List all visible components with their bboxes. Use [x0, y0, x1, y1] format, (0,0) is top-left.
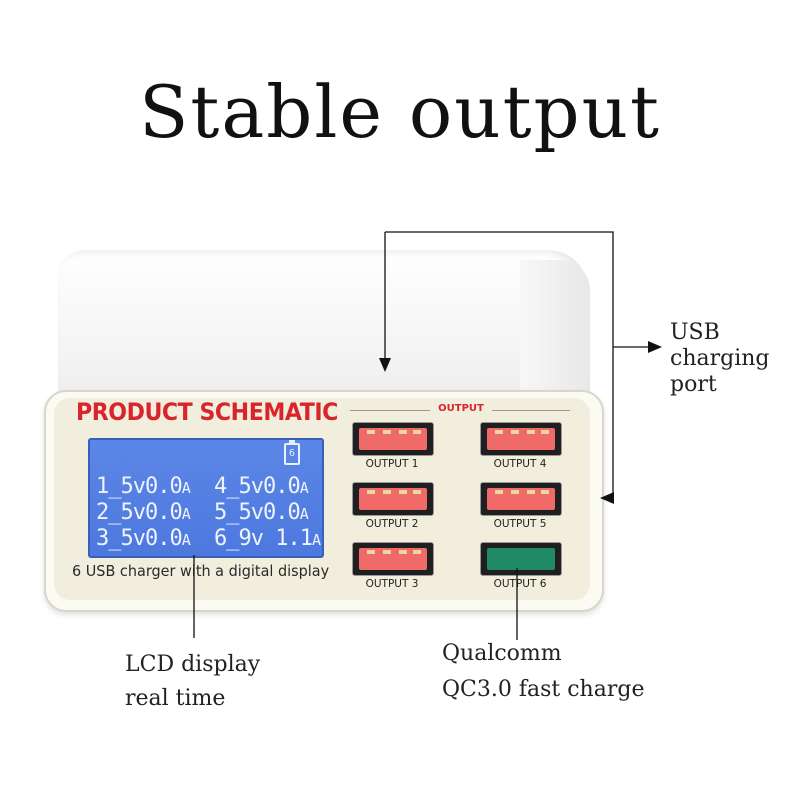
port-label: OUTPUT 2 [365, 518, 419, 530]
usb-port-3 [352, 542, 434, 576]
product-subtitle: 6 USB charger with a digital display [72, 562, 330, 580]
arrow-right-icon [648, 341, 662, 353]
port-label: OUTPUT 3 [365, 578, 419, 590]
lcd-readout: 5_5v0.0A [214, 500, 309, 525]
lcd-row: 1_5v0.0A 4_5v0.0A [96, 474, 332, 499]
lcd-row: 2_5v0.0A 5_5v0.0A [96, 500, 332, 525]
port-label: OUTPUT 4 [493, 458, 547, 470]
usb-port-1 [352, 422, 434, 456]
output-header-label: OUTPUT [438, 403, 484, 414]
arrow-down-icon [379, 358, 391, 372]
usb-port-4 [480, 422, 562, 456]
lcd-readout: 6_9v 1.1A [214, 526, 321, 551]
output-header: OUTPUT [350, 403, 570, 417]
usb-bracket-line [385, 231, 614, 498]
port-label: OUTPUT 5 [493, 518, 547, 530]
lcd-readout: 4_5v0.0A [214, 474, 309, 499]
port-label: OUTPUT 6 [493, 578, 547, 590]
divider [350, 410, 430, 411]
arrow-left-icon [600, 492, 614, 504]
product-heading: PRODUCT SCHEMATIC [76, 398, 338, 426]
lcd-readout: 3_5v0.0A [96, 526, 191, 551]
lcd-row: 3_5v0.0A 6_9v 1.1A [96, 526, 332, 551]
battery-icon: 6 [284, 440, 300, 465]
lcd-annotation: LCD display real time [125, 652, 261, 711]
usb-port-6-qc [480, 542, 562, 576]
usb-port-2 [352, 482, 434, 516]
usb-port-5 [480, 482, 562, 516]
port-label: OUTPUT 1 [365, 458, 419, 470]
qc-annotation: Qualcomm QC3.0 fast charge [442, 641, 645, 702]
page-title: Stable output [139, 70, 661, 154]
lcd-readout: 1_5v0.0A [96, 474, 191, 499]
divider [492, 410, 570, 411]
lcd-readout: 2_5v0.0A [96, 500, 191, 525]
usb-port-annotation: USB charging port [670, 320, 770, 397]
